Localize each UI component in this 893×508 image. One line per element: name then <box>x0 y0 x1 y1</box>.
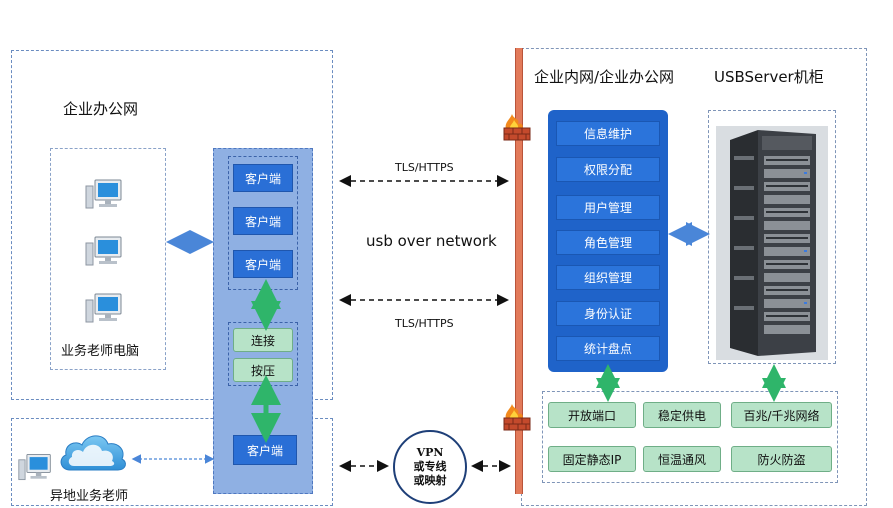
feature-open-port: 开放端口 <box>548 402 636 428</box>
menu-role-management[interactable]: 角色管理 <box>556 230 660 255</box>
menu-org-management[interactable]: 组织管理 <box>556 265 660 290</box>
menu-identity-auth[interactable]: 身份认证 <box>556 301 660 326</box>
vpn-line-2: 或专线 <box>413 460 447 473</box>
vpn-line-3: 或映射 <box>413 474 447 487</box>
feature-constant-temp: 恒温通风 <box>643 446 721 472</box>
enterprise-office-title: 企业办公网 <box>63 100 139 118</box>
cloud-icon <box>56 428 130 474</box>
tls-bottom-label: TLS/HTTPS <box>395 317 454 330</box>
pc-group <box>50 148 166 370</box>
feature-stable-power: 稳定供电 <box>643 402 721 428</box>
tls-top-label: TLS/HTTPS <box>395 161 454 174</box>
vpn-line-1: VPN <box>416 446 444 459</box>
vpn-node: VPN 或专线 或映射 <box>393 430 467 504</box>
client-button-2[interactable]: 客户端 <box>233 207 293 235</box>
computer-icon <box>84 176 124 212</box>
press-button[interactable]: 按压 <box>233 358 293 382</box>
rack-title: USBServer机柜 <box>714 68 824 86</box>
intranet-title: 企业内网/企业办公网 <box>534 68 675 86</box>
feature-static-ip: 固定静态IP <box>548 446 636 472</box>
pc-group-label: 业务老师电脑 <box>61 344 140 359</box>
remote-zone <box>11 418 333 506</box>
firewall-icon <box>500 112 532 142</box>
computer-icon <box>84 290 124 326</box>
client-button-1[interactable]: 客户端 <box>233 164 293 192</box>
remote-client-button[interactable]: 客户端 <box>233 435 297 465</box>
server-rack-image <box>716 126 828 360</box>
remote-label: 异地业务老师 <box>50 489 129 504</box>
features-box <box>542 391 838 483</box>
usb-over-network-label: usb over network <box>366 232 497 250</box>
menu-statistics-inventory[interactable]: 统计盘点 <box>556 336 660 361</box>
computer-icon <box>84 233 124 269</box>
feature-network-speed: 百兆/千兆网络 <box>731 402 832 428</box>
connect-button[interactable]: 连接 <box>233 328 293 352</box>
menu-permission-assign[interactable]: 权限分配 <box>556 157 660 182</box>
firewall-icon <box>500 402 532 432</box>
remote-computer-icon <box>17 450 53 484</box>
feature-fire-theft-proof: 防火防盗 <box>731 446 832 472</box>
enterprise-office-zone <box>11 50 333 400</box>
firewall-bar <box>515 48 523 494</box>
client-button-3[interactable]: 客户端 <box>233 250 293 278</box>
menu-user-management[interactable]: 用户管理 <box>556 195 660 220</box>
menu-info-maintenance[interactable]: 信息维护 <box>556 121 660 146</box>
